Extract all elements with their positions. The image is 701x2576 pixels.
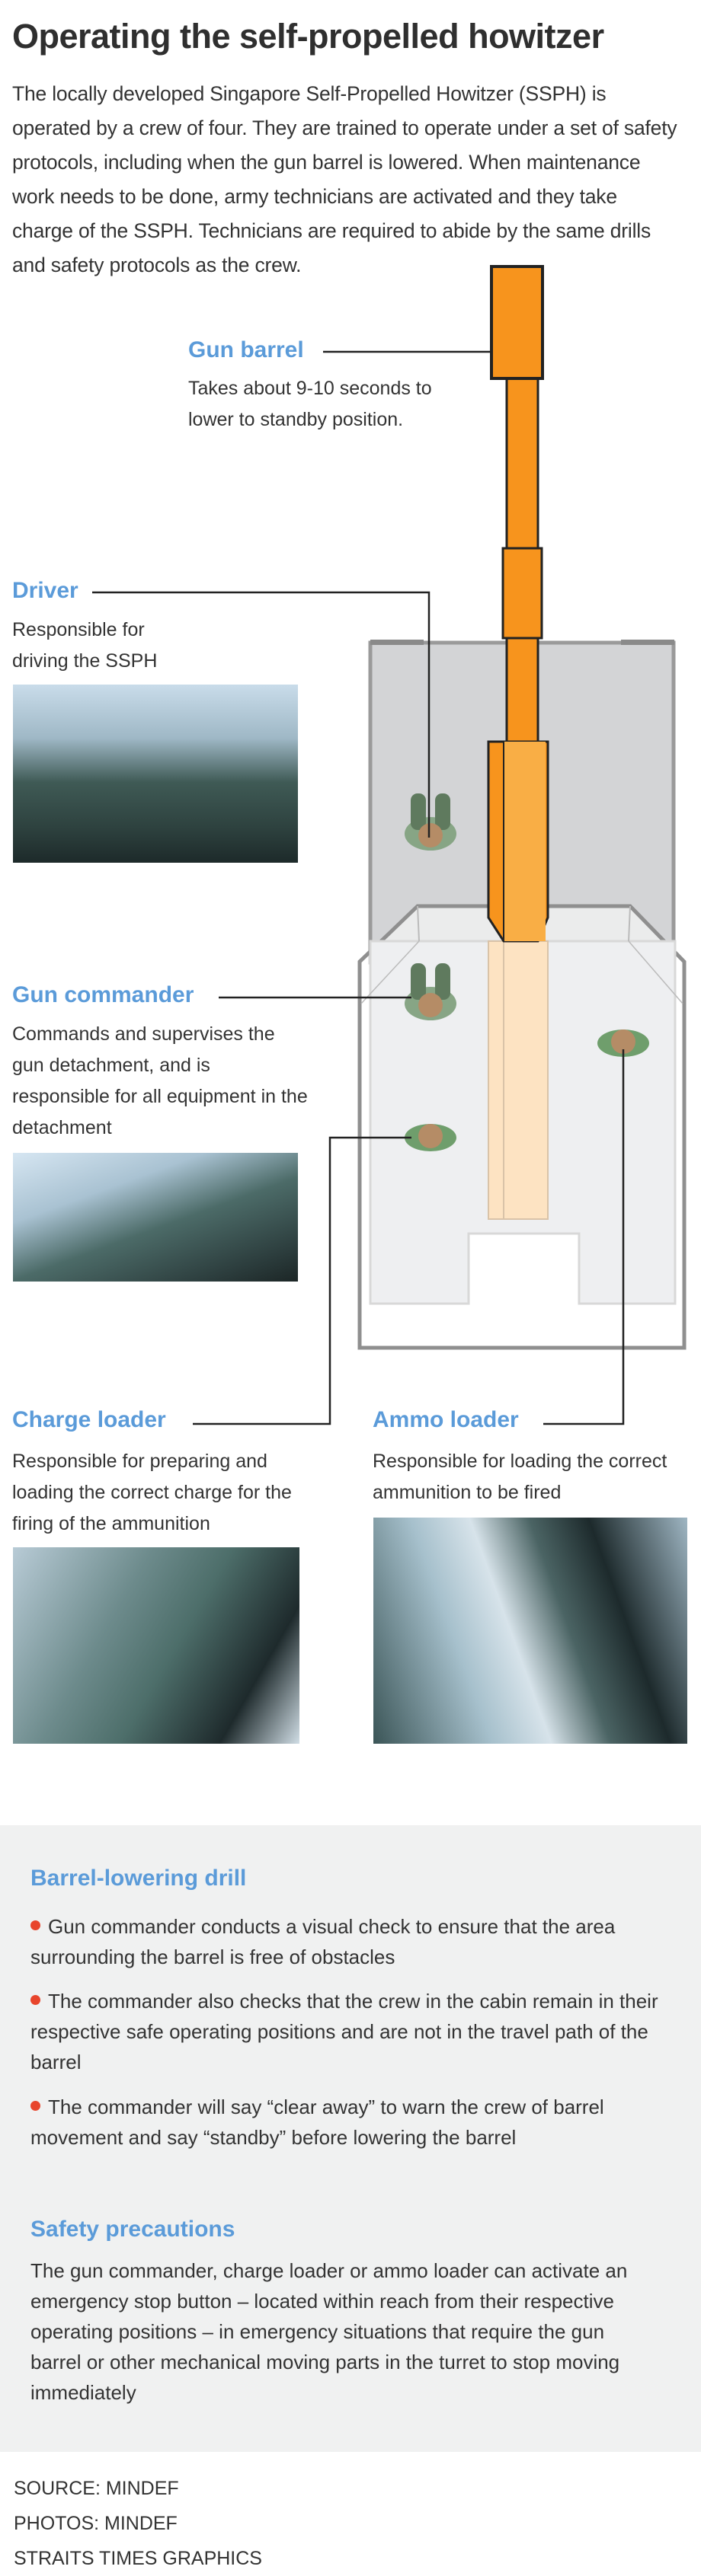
driver-description: Responsible for driving the SSPH — [12, 619, 158, 672]
charge-loader-photo — [13, 1547, 299, 1744]
hull-cap-left — [370, 640, 424, 645]
driver-label: Driver — [12, 578, 78, 603]
intro-paragraph: The locally developed Singapore Self-Pro… — [12, 82, 677, 276]
charge-loader-figure-icon — [405, 1124, 456, 1151]
bullet-dot-icon — [30, 1920, 40, 1930]
gun-commander-photo — [13, 1153, 298, 1282]
safety-text: The gun commander, charge loader or ammo… — [30, 2259, 628, 2404]
barrel-collar — [501, 547, 543, 640]
gun-barrel-label: Gun barrel — [188, 337, 304, 362]
page-title: Operating the self-propelled howitzer — [12, 17, 604, 56]
drill-bullet: The commander will say “clear away” to w… — [30, 2092, 678, 2153]
charge-loader-label: Charge loader — [12, 1407, 166, 1432]
ammo-loader-description: Responsible for loading the correct ammu… — [373, 1451, 667, 1503]
ammo-loader-figure-icon — [597, 1029, 649, 1057]
gun-commander-figure-icon — [405, 963, 456, 1020]
gun-commander-label: Gun commander — [12, 982, 194, 1007]
drill-bullet-text: Gun commander conducts a visual check to… — [30, 1915, 616, 1968]
footer-photos: PHOTOS: MINDEF — [14, 2513, 178, 2534]
leader-lines — [92, 350, 625, 1425]
footer-credit: STRAITS TIMES GRAPHICS — [14, 2548, 262, 2569]
footer-source: SOURCE: MINDEF — [14, 2478, 179, 2499]
drill-bullet-text: The commander will say “clear away” to w… — [30, 2096, 604, 2149]
drill-bullet: The commander also checks that the crew … — [30, 1986, 678, 2077]
bullet-dot-icon — [30, 1995, 40, 2005]
drill-bullet: Gun commander conducts a visual check to… — [30, 1911, 678, 1972]
barrel-shadow — [488, 940, 549, 1220]
barrel-muzzle — [490, 265, 544, 380]
drill-bullet-text: The commander also checks that the crew … — [30, 1990, 658, 2073]
ammo-loader-photo — [373, 1518, 687, 1744]
bullet-dot-icon — [30, 2101, 40, 2111]
driver-photo — [13, 685, 298, 863]
info-panel — [0, 1825, 701, 2452]
safety-heading: Safety precautions — [30, 2217, 235, 2242]
gun-barrel-description: Takes about 9-10 seconds to lower to sta… — [188, 378, 432, 430]
hull-cap-right — [621, 640, 674, 645]
howitzer-diagram — [92, 265, 687, 1425]
driver-figure-icon — [405, 793, 456, 851]
gun-commander-description: Commands and supervises the gun detachme… — [12, 1023, 308, 1138]
drill-heading: Barrel-lowering drill — [30, 1866, 247, 1891]
charge-loader-description: Responsible for preparing and loading th… — [12, 1451, 292, 1534]
ammo-loader-label: Ammo loader — [373, 1407, 519, 1432]
